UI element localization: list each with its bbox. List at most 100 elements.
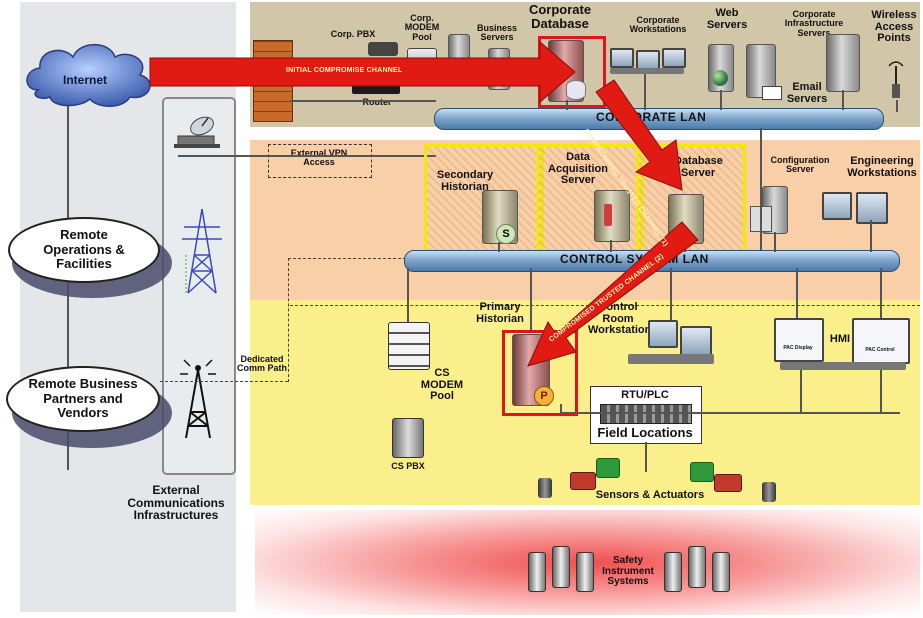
sensor-cylinder-icon-1: [538, 478, 552, 498]
safety-device-icon-5: [688, 546, 706, 588]
compromised-channel-2-arrow: [527, 221, 699, 367]
primary-badge: P: [534, 386, 554, 406]
remote-operations-label: Remote Operations & Facilities: [43, 226, 125, 272]
safety-device-icon-4: [664, 552, 682, 592]
data-acquisition-server-icon: [594, 190, 630, 242]
primary-historian-label: Primary Historian: [476, 301, 524, 325]
router-link: [290, 100, 436, 102]
dedicated-path-h1: [160, 381, 288, 382]
safety-device-icon-3: [576, 552, 594, 592]
hmi-screen-2: [852, 318, 910, 364]
control-link-eng: [870, 220, 872, 252]
cs-modem-pool-label: CS MODEM Pool: [420, 367, 464, 403]
email-servers-label: Email Servers: [786, 81, 828, 105]
field-locations-label: Field Locations: [597, 425, 693, 440]
wireless-antenna-icon: [888, 61, 904, 98]
corp-link-1: [566, 100, 568, 110]
corp-link-5: [896, 100, 898, 112]
sensor-cylinder-icon-2: [762, 482, 776, 502]
field-link-rtu-hmi: [880, 370, 882, 412]
corp-pbx-icon: [368, 42, 398, 56]
cs-modem-pool-icon: [388, 322, 430, 370]
corp-link-3: [720, 90, 722, 110]
compromised-channel-1-arrow: [595, 79, 683, 191]
external-vpn-label: External VPN Access: [290, 148, 348, 168]
control-room-monitor-1: [648, 320, 678, 348]
cs-pbx-label: CS PBX: [391, 461, 425, 471]
dedicated-comm-path-label: Dedicated Comm Path: [236, 354, 287, 374]
corporate-workstation-monitor-3: [662, 48, 686, 68]
corp-link-4: [842, 90, 844, 110]
initial-compromise-label: INITIAL COMPROMISE CHANNEL: [286, 67, 403, 74]
remote-operations-node: Remote Operations & Facilities: [8, 217, 160, 283]
sensors-actuators-label: Sensors & Actuators: [595, 489, 705, 501]
hmi-screen-1: [774, 318, 824, 362]
actuator-icon-2: [596, 458, 620, 478]
data-acquisition-status-icon: [604, 204, 612, 226]
hmi-base: [780, 362, 906, 370]
safety-device-icon-2: [552, 546, 570, 588]
internet-cloud-icon: [26, 43, 151, 107]
cs-pbx-icon: [392, 418, 424, 458]
engineering-workstation-monitor-2: [856, 192, 888, 224]
secondary-historian-label: Secondary Historian: [436, 169, 494, 193]
field-link-modem: [407, 268, 409, 322]
transmission-tower-icon: [182, 208, 222, 294]
business-servers-label: Business Servers: [476, 23, 518, 43]
corporate-workstation-monitor-1: [610, 48, 634, 68]
corporate-database-label: Corporate Database: [528, 2, 592, 31]
field-link-rtu-hmi1: [800, 370, 802, 412]
field-link-rtu-left: [560, 404, 562, 412]
corp-pbx-label: Corp. PBX: [330, 29, 376, 39]
web-servers-label: Web Servers: [706, 7, 748, 31]
rtu-plc-icon: [600, 404, 692, 424]
engineering-workstation-monitor-1: [822, 192, 852, 220]
rtu-plc-label: RTU/PLC: [621, 389, 669, 401]
corporate-workstation-base: [610, 68, 684, 74]
database-cylinder-icon: [566, 80, 586, 100]
wireless-access-points-label: Wireless Access Points: [871, 9, 917, 45]
corporate-infrastructure-label: Corporate Infrastructure Servers: [784, 9, 844, 38]
corp-modem-pool-label: Corp. MODEM Pool: [404, 13, 440, 42]
corporate-lan-pipe: [434, 108, 884, 130]
safety-device-icon-6: [712, 552, 730, 592]
internet-label: Internet: [62, 73, 107, 87]
satellite-dish-icon: [174, 116, 220, 148]
primary-historian-highlight: [502, 330, 578, 416]
corp-link-2: [644, 74, 646, 110]
infrastructure-server-icon: [826, 34, 860, 92]
secondary-badge: S: [496, 224, 516, 244]
safety-label: Safety Instrument Systems: [602, 555, 654, 587]
field-link-hmi1: [796, 268, 798, 318]
hmi-label: HMI: [829, 333, 851, 345]
control-link-daq: [610, 240, 612, 252]
email-envelope-icon: [762, 86, 782, 100]
field-link-crw: [670, 268, 672, 320]
field-link-primary: [530, 268, 532, 330]
router-icon: [352, 84, 400, 94]
actuator-icon-3: [690, 462, 714, 482]
control-link-config: [774, 232, 776, 252]
remote-partners-label: Remote Business Partners and Vendors: [28, 375, 138, 421]
control-link-secondary: [498, 242, 500, 252]
control-zone: [250, 140, 920, 305]
router-label: Router: [362, 97, 392, 107]
remote-partners-node: Remote Business Partners and Vendors: [6, 366, 160, 432]
vpn-link: [178, 155, 436, 157]
external-vpn-box: [268, 144, 372, 178]
external-infrastructure-label: External Communications Infrastructures: [127, 483, 225, 523]
field-link-hmi2: [880, 268, 882, 318]
safety-device-icon-1: [528, 552, 546, 592]
actuator-icon-4: [714, 474, 742, 492]
globe-icon: [712, 70, 728, 86]
configuration-server-label: Configuration Server: [770, 155, 830, 175]
data-acquisition-label: Data Acquisition Server: [548, 151, 608, 187]
initial-compromise-arrow: [149, 40, 576, 104]
actuator-icon-1: [570, 472, 596, 490]
dedicated-path-v1: [288, 258, 289, 382]
corporate-workstations-label: Corporate Workstations: [629, 15, 687, 35]
dedicated-path-h2: [288, 258, 406, 259]
database-server-label: Database Server: [674, 155, 723, 179]
hmi-screen-2-label: PAC Control: [865, 347, 895, 353]
